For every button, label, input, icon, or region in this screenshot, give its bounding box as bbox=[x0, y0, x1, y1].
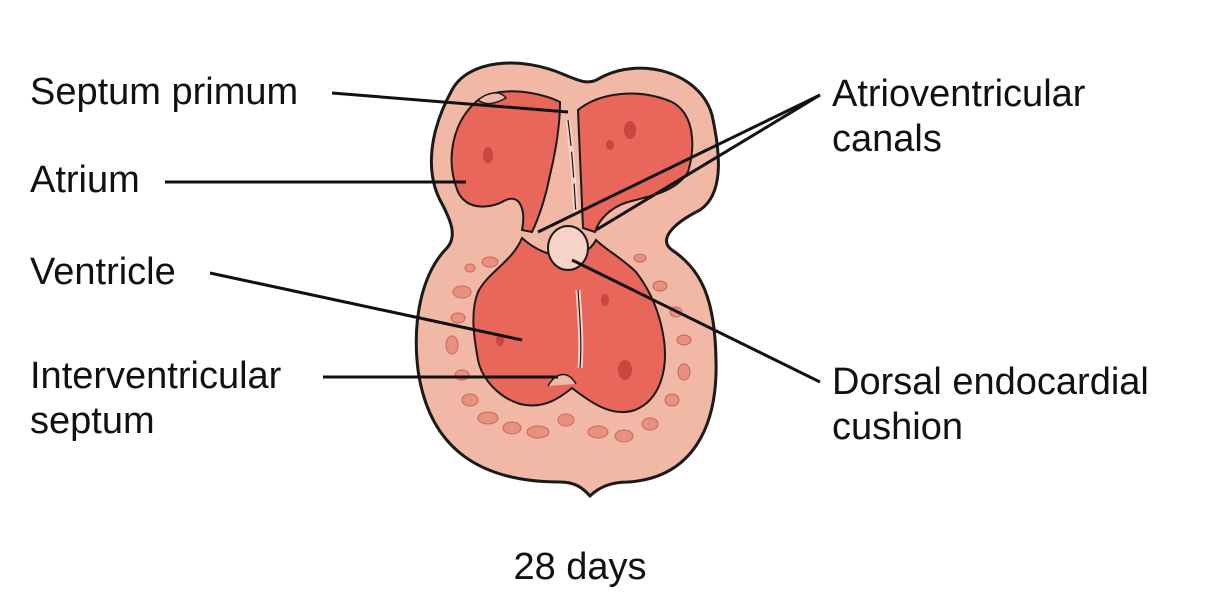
leader-ventricle bbox=[209, 271, 523, 342]
figure-caption: 28 days bbox=[513, 546, 647, 588]
label-interventricular-septum-line1: Interventricular bbox=[30, 355, 282, 397]
chamber-spots bbox=[483, 121, 636, 380]
label-atrioventricular-canals-line1: Atrioventricular bbox=[832, 73, 1086, 115]
interventricular-septum-outline bbox=[577, 289, 582, 369]
label-atrium: Atrium bbox=[30, 158, 140, 203]
label-septum-primum-text: Septum primum bbox=[30, 71, 299, 113]
label-interventricular-septum: Interventricular septum bbox=[30, 354, 281, 444]
septum-primum-outline bbox=[567, 119, 577, 216]
label-dorsal-endocardial-cushion: Dorsal endocardial cushion bbox=[832, 360, 1149, 450]
leader-av-canal-left bbox=[537, 93, 821, 234]
interventricular-septum-base bbox=[547, 373, 577, 387]
leader-av-canal-right bbox=[595, 93, 821, 232]
label-atrioventricular-canals: Atrioventricular canals bbox=[832, 72, 1085, 162]
label-ventricle: Ventricle bbox=[30, 250, 176, 295]
label-atrium-text: Atrium bbox=[30, 159, 140, 201]
label-interventricular-septum-line2: septum bbox=[30, 400, 155, 442]
label-dorsal-endocardial-cushion-line2: cushion bbox=[832, 406, 963, 448]
leader-septum-primum bbox=[331, 91, 569, 114]
label-ventricle-text: Ventricle bbox=[30, 251, 176, 293]
atrial-notch bbox=[476, 92, 508, 105]
leader-dorsal-cushion bbox=[571, 258, 821, 384]
leader-lines bbox=[165, 91, 821, 384]
trabeculae bbox=[445, 253, 692, 443]
dorsal-endocardial-cushion-shape bbox=[547, 225, 589, 271]
label-dorsal-endocardial-cushion-line1: Dorsal endocardial bbox=[832, 361, 1149, 403]
label-septum-primum: Septum primum bbox=[30, 70, 298, 115]
label-atrioventricular-canals-line2: canals bbox=[832, 118, 942, 160]
